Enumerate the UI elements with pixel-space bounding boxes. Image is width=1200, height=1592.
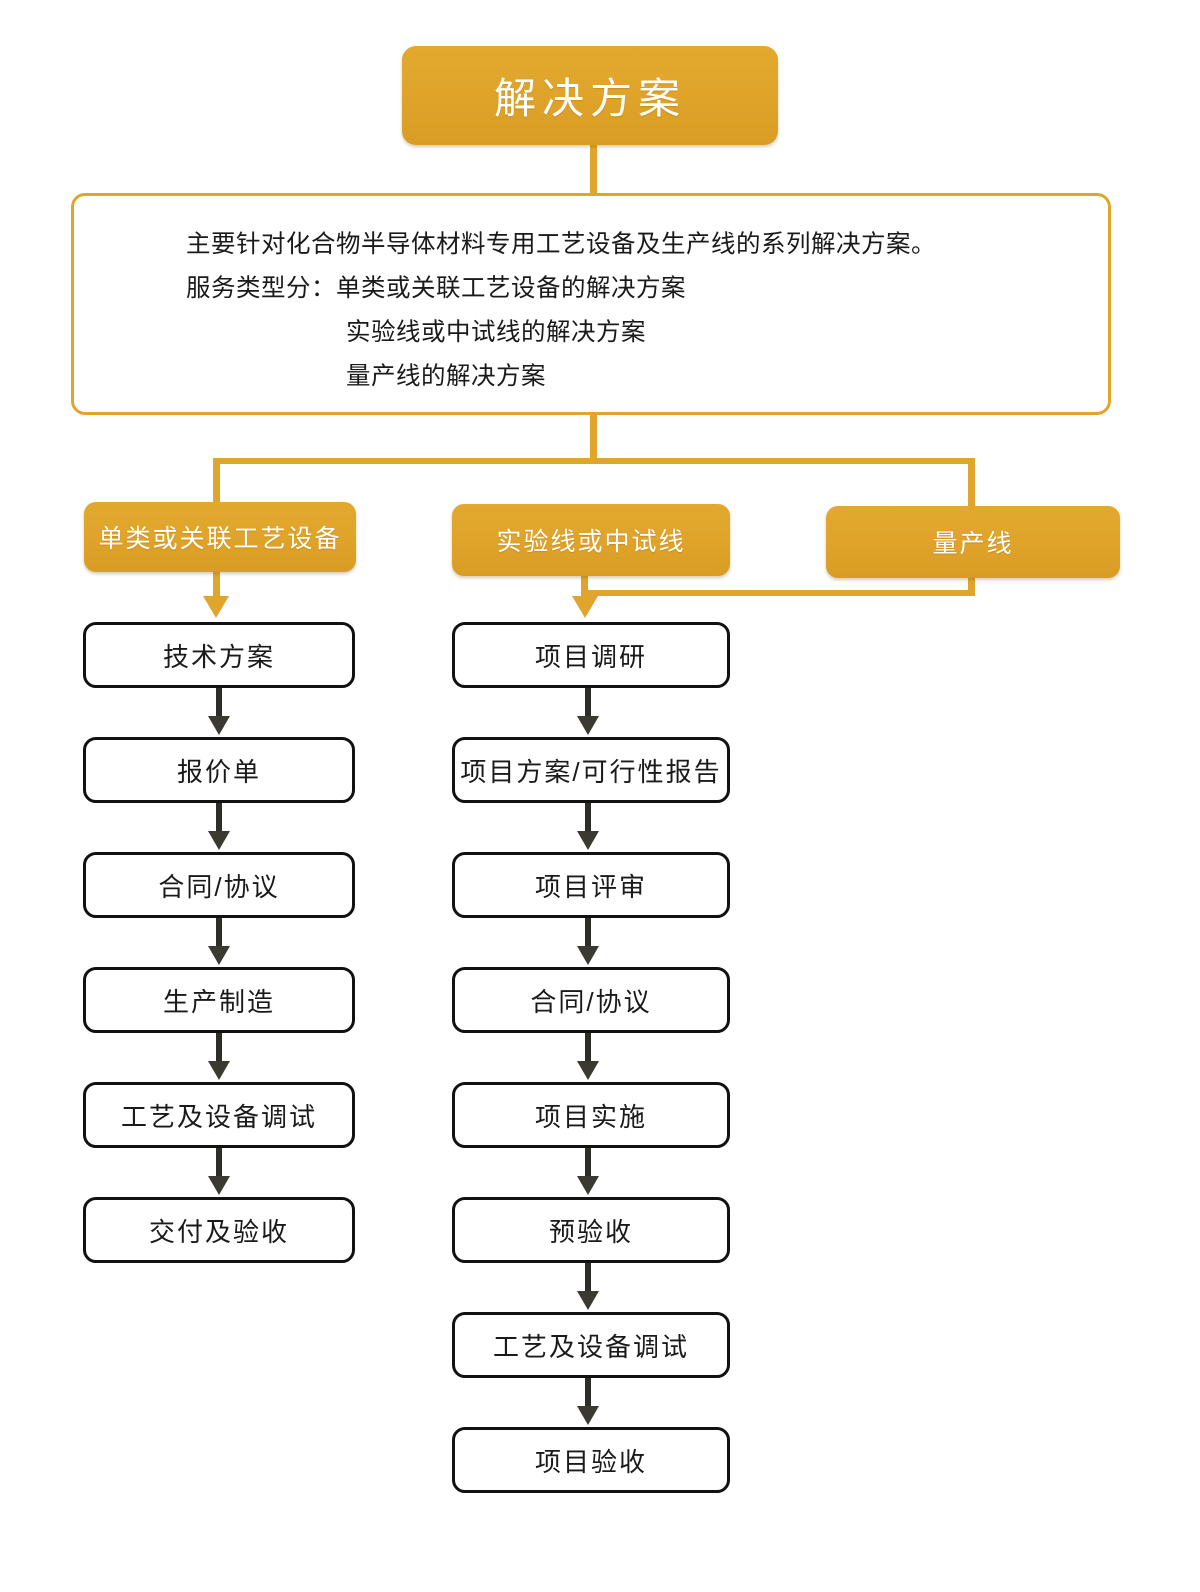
connector-left-2-3: [216, 917, 222, 948]
arrowhead-right-0-1: [577, 716, 599, 735]
description-panel: 主要针对化合物半导体材料专用工艺设备及生产线的系列解决方案。 服务类型分：单类或…: [71, 193, 1111, 415]
process-label-left-4: 工艺及设备调试: [120, 1101, 317, 1132]
arrowhead-left-2-3: [208, 946, 230, 965]
connector-right-2-3: [585, 917, 591, 948]
connector-merge-bus-to-right-column: [581, 590, 975, 596]
process-box-right-6[interactable]: 工艺及设备调试: [452, 1312, 730, 1378]
arrowhead-left-0-1: [208, 716, 230, 735]
description-text: 主要针对化合物半导体材料专用工艺设备及生产线的系列解决方案。 服务类型分：单类或…: [186, 223, 936, 399]
process-box-left-5[interactable]: 交付及验收: [83, 1197, 355, 1263]
arrowhead-right-6-7: [577, 1406, 599, 1425]
connector-description-stem: [590, 413, 597, 463]
process-label-left-3: 生产制造: [162, 986, 275, 1017]
description-line-2: 实验线或中试线的解决方案: [346, 319, 646, 346]
description-line-0: 主要针对化合物半导体材料专用工艺设备及生产线的系列解决方案。: [186, 231, 936, 258]
description-line-3: 量产线的解决方案: [346, 363, 546, 390]
category-label-0: 单类或关联工艺设备: [98, 525, 342, 553]
process-box-left-0[interactable]: 技术方案: [83, 622, 355, 688]
connector-left-3-4: [216, 1032, 222, 1063]
process-label-right-7: 项目验收: [534, 1446, 647, 1477]
connector-title-to-description: [590, 143, 597, 197]
process-box-left-3[interactable]: 生产制造: [83, 967, 355, 1033]
connector-right-4-5: [585, 1147, 591, 1178]
process-label-right-3: 合同/协议: [530, 986, 652, 1017]
process-label-right-5: 预验收: [548, 1216, 633, 1247]
arrowhead-right-3-4: [577, 1061, 599, 1080]
process-box-right-4[interactable]: 项目实施: [452, 1082, 730, 1148]
process-label-right-0: 项目调研: [534, 641, 647, 672]
connector-left-0-1: [216, 687, 222, 718]
connector-branch-bus: [213, 458, 975, 464]
process-label-left-5: 交付及验收: [148, 1216, 289, 1247]
process-box-right-1[interactable]: 项目方案/可行性报告: [452, 737, 730, 803]
connector-left-1-2: [216, 802, 222, 833]
process-label-left-2: 合同/协议: [158, 871, 280, 902]
process-box-right-0[interactable]: 项目调研: [452, 622, 730, 688]
arrowhead-left-1-2: [208, 831, 230, 850]
connector-left-4-5: [216, 1147, 222, 1178]
arrowhead-left-4-5: [208, 1176, 230, 1195]
arrowhead-right-2-3: [577, 946, 599, 965]
category-box-pilot-line[interactable]: 实验线或中试线: [452, 504, 730, 576]
connector-right-5-6: [585, 1262, 591, 1293]
category-box-single-equipment[interactable]: 单类或关联工艺设备: [84, 502, 356, 572]
connector-category-1-down: [581, 570, 588, 598]
process-label-right-4: 项目实施: [534, 1101, 647, 1132]
arrowhead-category-0-down: [203, 596, 229, 618]
arrowhead-left-3-4: [208, 1061, 230, 1080]
connector-right-6-7: [585, 1377, 591, 1408]
process-box-right-2[interactable]: 项目评审: [452, 852, 730, 918]
title-label: 解决方案: [493, 75, 686, 122]
category-box-mass-production[interactable]: 量产线: [826, 506, 1120, 578]
connector-right-1-2: [585, 802, 591, 833]
connector-bus-to-category-0: [213, 458, 220, 518]
connector-right-3-4: [585, 1032, 591, 1063]
arrowhead-right-column-entry: [572, 596, 598, 618]
process-label-right-1: 项目方案/可行性报告: [460, 756, 722, 787]
process-box-right-3[interactable]: 合同/协议: [452, 967, 730, 1033]
process-box-right-7[interactable]: 项目验收: [452, 1427, 730, 1493]
category-label-2: 量产线: [932, 530, 1014, 558]
process-label-right-6: 工艺及设备调试: [492, 1331, 689, 1362]
connector-right-0-1: [585, 687, 591, 718]
process-box-left-4[interactable]: 工艺及设备调试: [83, 1082, 355, 1148]
process-box-right-5[interactable]: 预验收: [452, 1197, 730, 1263]
process-label-left-0: 技术方案: [162, 641, 275, 672]
process-box-left-2[interactable]: 合同/协议: [83, 852, 355, 918]
process-label-right-2: 项目评审: [534, 871, 647, 902]
connector-category-2-down: [968, 572, 975, 596]
description-line-1: 服务类型分：单类或关联工艺设备的解决方案: [186, 275, 686, 302]
connector-bus-to-category-2: [968, 458, 975, 518]
category-label-1: 实验线或中试线: [496, 528, 686, 556]
arrowhead-right-1-2: [577, 831, 599, 850]
process-box-left-1[interactable]: 报价单: [83, 737, 355, 803]
title-box[interactable]: 解决方案: [402, 46, 778, 145]
arrowhead-right-5-6: [577, 1291, 599, 1310]
connector-category-0-down: [213, 566, 220, 596]
process-label-left-1: 报价单: [176, 756, 261, 787]
arrowhead-right-4-5: [577, 1176, 599, 1195]
